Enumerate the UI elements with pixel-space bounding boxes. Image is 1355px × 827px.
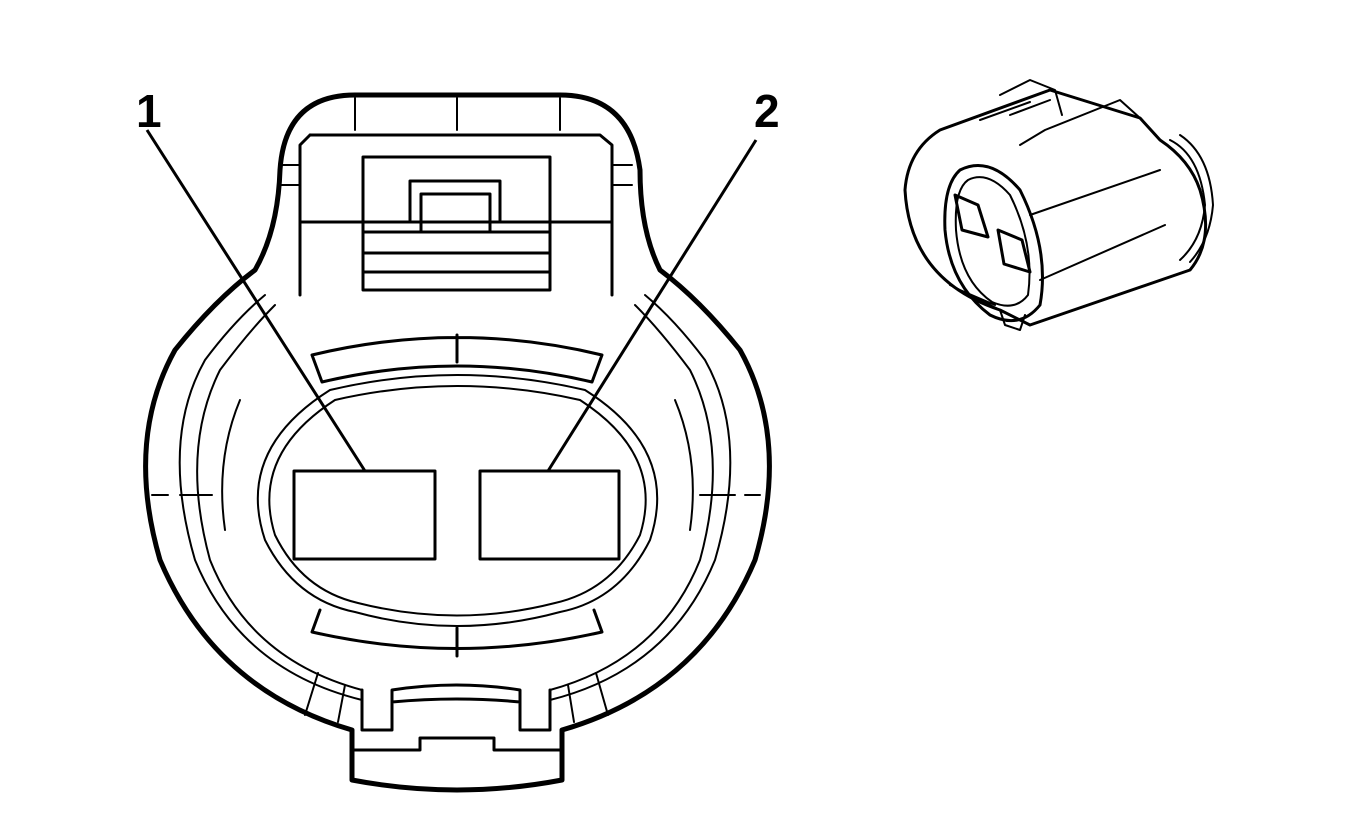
latch-top-ribs	[279, 97, 633, 186]
connector-shell-inner-line-2	[196, 304, 714, 691]
latch-housing	[298, 133, 614, 297]
terminal-cavity-2	[478, 469, 621, 561]
seal-band-upper	[310, 333, 604, 384]
connector-outer-shell	[143, 92, 772, 793]
callout-1: 1	[136, 85, 162, 137]
seal-ring-inner	[268, 385, 647, 617]
callout-2: 2	[754, 85, 780, 137]
latch-button-detail	[361, 179, 552, 274]
connector-shell-inner-line	[178, 294, 732, 701]
bottom-lock-tab	[350, 683, 564, 752]
seal-ring-mid	[151, 399, 761, 531]
iso-body-outline	[903, 88, 1208, 327]
connector-isometric-view	[903, 79, 1214, 331]
seal-ring-outer	[256, 374, 659, 627]
leader-line-1	[145, 129, 367, 472]
terminal-cavity-1	[292, 469, 437, 561]
leader-line-2	[546, 139, 758, 472]
connector-face-view	[143, 92, 772, 793]
iso-bottom-tab	[949, 284, 1026, 331]
bottom-tab-ribs	[304, 672, 609, 723]
iso-front-face-inner	[954, 176, 1031, 307]
iso-face-cavities	[953, 193, 1032, 274]
seal-band-lower	[310, 608, 604, 658]
iso-latch	[979, 79, 1141, 146]
iso-rear-ribs	[1029, 134, 1214, 281]
iso-front-face	[943, 164, 1044, 323]
